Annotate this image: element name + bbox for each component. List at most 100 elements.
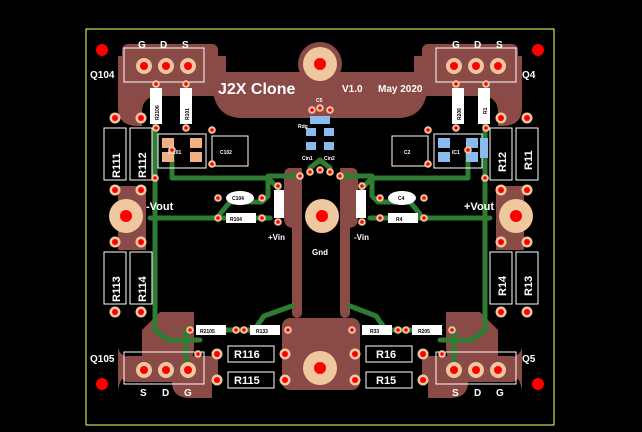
label-r16: R16: [376, 349, 396, 361]
outline-r13: [515, 251, 539, 305]
outline-r112: [129, 127, 153, 181]
resistor-r1-body: [478, 88, 490, 124]
small-pad-hole: [216, 216, 220, 220]
transistor-pad-hole: [140, 366, 148, 374]
label-c2: C2: [404, 150, 411, 156]
smd-pad: [466, 152, 478, 162]
label-r101: R101: [185, 108, 191, 120]
transistor-pad-hole: [162, 62, 170, 70]
board-version: V1.0: [342, 84, 363, 95]
capacitor-c104-body: [226, 191, 254, 205]
resistor-left-vert-body: [274, 190, 284, 218]
transistor-pad-hole: [450, 62, 458, 70]
small-pad-hole: [234, 328, 238, 332]
resistor-pad-hole: [498, 309, 504, 315]
resistor-pad-hole: [524, 187, 530, 193]
resistor-pad-hole: [112, 187, 118, 193]
outline-ic101: [157, 133, 207, 169]
small-pad-hole: [310, 108, 314, 112]
transistor-pad-hole: [184, 366, 192, 374]
smd-pad: [162, 152, 174, 162]
smd-pad: [466, 138, 478, 148]
smd-pads: [162, 116, 488, 162]
silkscreen-text: J2X Clone V1.0 May 2020 Q104 G D S Q4 G …: [90, 40, 536, 399]
outline-r14: [489, 251, 513, 305]
smd-pad: [306, 142, 316, 150]
resistor-pad-hole: [420, 377, 426, 383]
board-title: J2X Clone: [218, 81, 295, 98]
trace-left-vertical: [152, 93, 203, 343]
smd-pad: [306, 128, 316, 136]
resistor-pad-hole: [498, 239, 504, 245]
label-r133: R133: [256, 329, 268, 335]
label-pos-vout: +Vout: [464, 201, 494, 213]
transistor-pad-hole: [140, 62, 148, 70]
label-r111: R111: [111, 153, 123, 178]
label-ic101: IC101: [168, 150, 182, 156]
label-r13: R13: [523, 276, 535, 296]
small-pad-hole: [318, 106, 322, 110]
q105-pin-1: S: [140, 388, 147, 399]
q5-pin-2: D: [474, 388, 481, 399]
small-pad-hole: [276, 184, 280, 188]
small-pad-hole: [286, 328, 290, 332]
small-pad-hole: [404, 328, 408, 332]
label-ic1: IC1: [452, 150, 460, 156]
q4-pin-3: S: [496, 40, 503, 51]
small-pad-hole: [276, 220, 280, 224]
small-pad-hole: [338, 174, 342, 178]
small-pad-hole: [328, 108, 332, 112]
resistor-r33-body: [362, 325, 392, 335]
outline-r16: [365, 345, 413, 363]
label-r113: R113: [111, 276, 123, 302]
resistor-r133-body: [250, 325, 280, 335]
label-c4: C4: [398, 196, 405, 202]
label-c104: C104: [232, 196, 244, 202]
small-pad-hole: [298, 174, 302, 178]
label-top-part: C5: [316, 98, 323, 104]
label-cin1: Cin1: [302, 156, 313, 162]
resistor-right-vert-body: [356, 190, 366, 218]
outline-r15: [365, 371, 413, 389]
label-r115: R115: [234, 375, 260, 387]
small-pad-hole: [216, 196, 220, 200]
label-r1: R1: [483, 107, 489, 114]
resistor-r2106-body: [150, 88, 162, 124]
smd-pad: [480, 138, 488, 158]
label-r33: R33: [370, 329, 379, 335]
board-date: May 2020: [378, 84, 423, 95]
mounting-hole: [532, 44, 544, 56]
copper-pour-top-right: [414, 56, 522, 126]
silkscreen-outlines: [103, 47, 539, 389]
small-pad-hole: [360, 220, 364, 224]
copper-gnd-right: [340, 168, 358, 228]
mounting-hole: [96, 378, 108, 390]
resistor-r206-body: [452, 88, 464, 124]
small-pad-hole: [360, 184, 364, 188]
small-pad-hole: [466, 148, 470, 152]
outline-q105: [123, 351, 205, 385]
small-pad-hole: [484, 126, 488, 130]
label-r206: R206: [457, 108, 463, 120]
transistor-pad-hole: [494, 366, 502, 374]
smd-pad: [324, 128, 334, 136]
small-pad-hole: [184, 126, 188, 130]
trace-r2105: [197, 303, 295, 333]
resistor-pad-hole: [498, 115, 504, 121]
small-pad-hole: [350, 328, 354, 332]
resistor-pad-hole: [498, 187, 504, 193]
label-r4: R4: [396, 217, 403, 223]
label-gnd: Gnd: [312, 248, 328, 257]
resistor-pad-hole: [420, 351, 426, 357]
terminal-pad-hole: [314, 58, 326, 70]
resistor-r101-body: [180, 88, 192, 124]
small-pad-hole: [260, 216, 264, 220]
label-r104: R104: [230, 217, 242, 223]
small-pad-hole: [242, 328, 246, 332]
board-outline: [85, 28, 555, 426]
resistor-pad-hole: [112, 239, 118, 245]
resistor-pad-hole: [112, 115, 118, 121]
smd-pad: [190, 138, 202, 148]
resistor-pad-hole: [214, 351, 220, 357]
small-pad-hole: [260, 196, 264, 200]
